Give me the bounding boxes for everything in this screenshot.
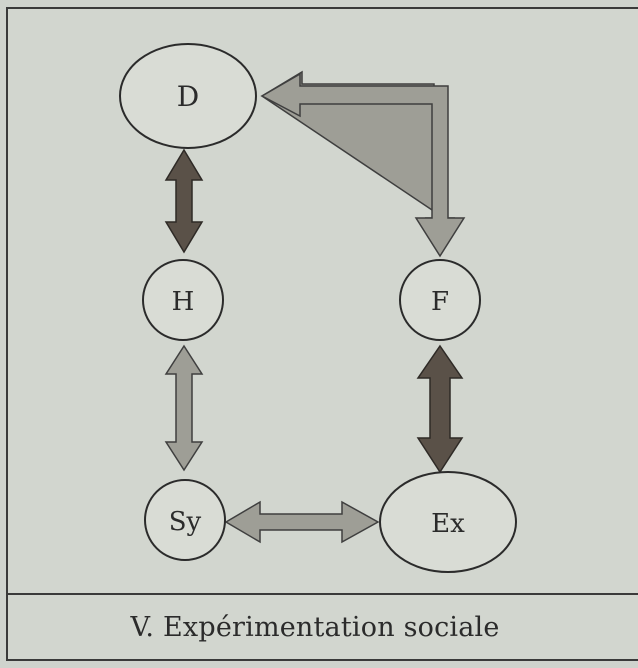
node-h [142,259,224,341]
arrow-f-to-d-body [260,72,466,258]
figure-caption: V. Expérimentation sociale [0,612,638,656]
arrow-h-sy [164,344,204,472]
figure-caption-text: V. Expérimentation sociale [130,612,500,643]
node-ex [379,471,517,573]
node-f-label: F [431,287,449,317]
node-sy-label: Sy [169,507,202,537]
node-f [399,259,481,341]
arrow-sy-ex [224,500,380,544]
node-d [119,43,257,149]
node-d-label: D [177,80,199,113]
node-h-label: H [172,287,195,317]
node-sy [144,479,226,561]
arrow-d-h [164,148,204,254]
node-ex-label: Ex [431,509,465,539]
